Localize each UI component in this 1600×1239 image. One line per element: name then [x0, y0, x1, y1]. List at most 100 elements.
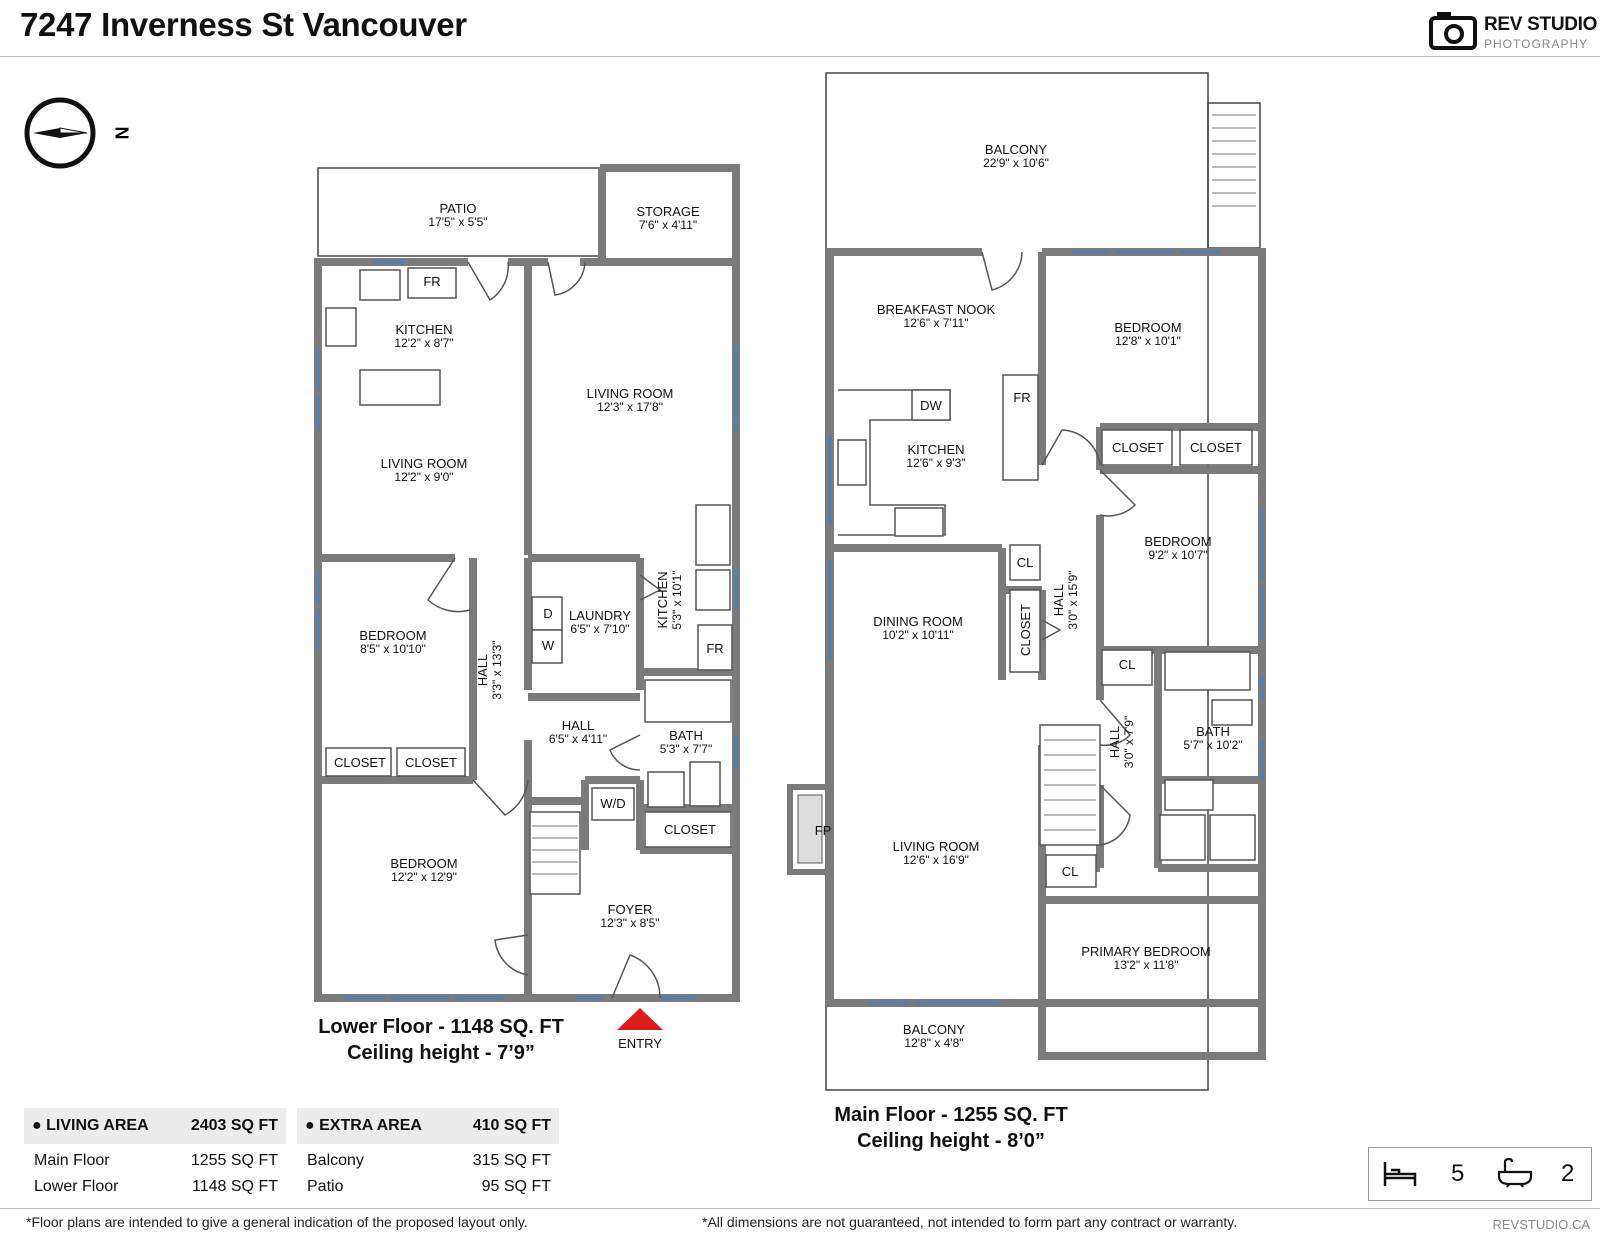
- disclaimer-left: *Floor plans are intended to give a gene…: [26, 1214, 528, 1230]
- room-name: PATIO: [439, 201, 476, 216]
- fixture-label: CLOSET: [1190, 440, 1242, 455]
- fixture-label: W: [542, 638, 555, 653]
- room-dimensions: 12'3" x 8'5": [600, 916, 659, 930]
- room-dimensions: 12'6" x 9'3": [906, 456, 965, 470]
- main-fixtures: [837, 374, 1256, 888]
- room-dimensions: 12'8" x 4'8": [904, 1036, 963, 1050]
- brand-name: REV STUDIO: [1484, 14, 1598, 35]
- fixture-label: CL: [1119, 657, 1136, 672]
- living-area-table: ● LIVING AREA 2403 SQ FT Main Floor 1255…: [24, 1108, 286, 1200]
- room-dimensions: 13'2" x 11'8": [1114, 958, 1179, 972]
- room-name: LAUNDRY: [569, 608, 631, 623]
- fixture-label: CLOSET: [1018, 604, 1033, 656]
- room-dimensions: 12'2" x 12'9": [391, 870, 457, 884]
- room-dimensions: 3'3" x 13'3": [490, 640, 504, 699]
- room-name: BEDROOM: [1114, 320, 1181, 335]
- room-name: DINING ROOM: [873, 614, 963, 629]
- table-row: Balcony 315 SQ FT: [307, 1152, 551, 1169]
- room-name: STORAGE: [636, 204, 700, 219]
- fixture-label: CLOSET: [664, 822, 716, 837]
- room-dimensions: 3'0" x 15'9": [1066, 570, 1080, 629]
- lower-walls: [314, 164, 740, 1002]
- fixture-label: W/D: [600, 796, 625, 811]
- room-dimensions: 9'2" x 10'7": [1148, 548, 1207, 562]
- disclaimer-right: *All dimensions are not guaranteed, not …: [702, 1214, 1238, 1230]
- main-floor-caption: Main Floor - 1255 SQ. FT Ceiling height …: [826, 1102, 1076, 1154]
- fixture-label: CLOSET: [1112, 440, 1164, 455]
- room-name: KITCHEN: [655, 571, 670, 628]
- primary-bedroom-walls: [1038, 896, 1266, 1060]
- lower-floor-area: Lower Floor - 1148 SQ. FT: [318, 1016, 564, 1038]
- fixture-label: CLOSET: [334, 755, 386, 770]
- living-area-label: LIVING AREA: [46, 1117, 149, 1134]
- lower-floor-caption: Lower Floor - 1148 SQ. FT Ceiling height…: [316, 1014, 566, 1066]
- bed-icon: [1383, 1162, 1417, 1186]
- room-name: PRIMARY BEDROOM: [1081, 944, 1211, 959]
- bed-bath-counts: 5 2: [1368, 1147, 1592, 1201]
- room-dimensions: 7'6" x 4'11": [639, 218, 697, 232]
- fixture-label: FP: [815, 823, 832, 838]
- entry-arrow-icon: [617, 1008, 663, 1030]
- main-floor-plan: [787, 72, 1266, 1091]
- exterior-stair-outline: [1207, 102, 1261, 249]
- extra-area-table: ● EXTRA AREA 410 SQ FT Balcony 315 SQ FT…: [297, 1108, 559, 1200]
- fireplace-outline: [787, 784, 833, 875]
- extra-area-label: EXTRA AREA: [319, 1117, 422, 1134]
- room-dimensions: 17'5" x 5'5": [428, 215, 487, 229]
- compass-icon: N: [24, 97, 131, 169]
- lower-floor-plan: [314, 164, 740, 1030]
- room-dimensions: 5'7" x 10'2": [1183, 738, 1242, 752]
- room-name: BATH: [1196, 724, 1230, 739]
- room-name: BEDROOM: [1144, 534, 1211, 549]
- room-name: FOYER: [608, 902, 653, 917]
- compass: N: [22, 95, 132, 171]
- table-row: Patio 95 SQ FT: [307, 1178, 551, 1195]
- room-name: LIVING ROOM: [587, 386, 674, 401]
- lower-floor-ceiling: Ceiling height - 7’9”: [347, 1042, 535, 1064]
- bedroom-count: 5: [1451, 1160, 1465, 1187]
- room-name: LIVING ROOM: [381, 456, 468, 471]
- fixture-label: D: [543, 606, 552, 621]
- lower-windows: [316, 260, 738, 1000]
- room-dimensions: 5'3" x 7'7": [660, 742, 712, 756]
- header-bar: 7247 Inverness St Vancouver REV STUDIO P…: [0, 0, 1600, 57]
- fixture-label: DW: [920, 398, 942, 413]
- lower-doors: [427, 261, 662, 999]
- room-dimensions: 12'2" x 9'0": [394, 470, 453, 484]
- footer-divider: [0, 1208, 1600, 1209]
- brand-logo: REV STUDIO PHOTOGRAPHY: [1428, 8, 1597, 52]
- extra-area-header: ● EXTRA AREA 410 SQ FT: [297, 1108, 559, 1144]
- room-dimensions: 12'6" x 16'9": [903, 853, 969, 867]
- room-name: KITCHEN: [907, 442, 964, 457]
- room-name: HALL: [1051, 584, 1066, 617]
- page-title: 7247 Inverness St Vancouver: [20, 6, 467, 43]
- room-name: LIVING ROOM: [893, 839, 980, 854]
- room-name: KITCHEN: [395, 322, 452, 337]
- room-dimensions: 5'3" x 10'1": [670, 570, 684, 629]
- room-name: BALCONY: [985, 142, 1047, 157]
- room-name: HALL: [475, 654, 490, 687]
- entry-label: ENTRY: [618, 1036, 662, 1051]
- brand-subtitle: PHOTOGRAPHY: [1484, 37, 1589, 51]
- fixture-label: FR: [423, 274, 440, 289]
- room-name: HALL: [562, 718, 595, 733]
- room-dimensions: 12'2" x 8'7": [394, 336, 453, 350]
- room-name: BEDROOM: [359, 628, 426, 643]
- compass-north-label: N: [111, 127, 131, 140]
- room-name: BREAKFAST NOOK: [877, 302, 996, 317]
- bathroom-count: 2: [1561, 1160, 1575, 1187]
- website-label: REVSTUDIO.CA: [1492, 1217, 1590, 1232]
- living-area-total: 2403 SQ FT: [190, 1117, 278, 1134]
- fixture-label: FR: [1013, 390, 1030, 405]
- room-dimensions: 6'5" x 4'11": [549, 732, 607, 746]
- bathtub-icon: [1497, 1158, 1533, 1188]
- room-dimensions: 12'8" x 10'1": [1115, 334, 1181, 348]
- fixture-label: CL: [1017, 555, 1034, 570]
- main-outline: [825, 72, 1209, 1091]
- room-name: HALL: [1107, 726, 1122, 759]
- lower-stairs: [532, 825, 578, 875]
- fixture-label: CL: [1062, 864, 1079, 879]
- main-doors: [981, 251, 1137, 846]
